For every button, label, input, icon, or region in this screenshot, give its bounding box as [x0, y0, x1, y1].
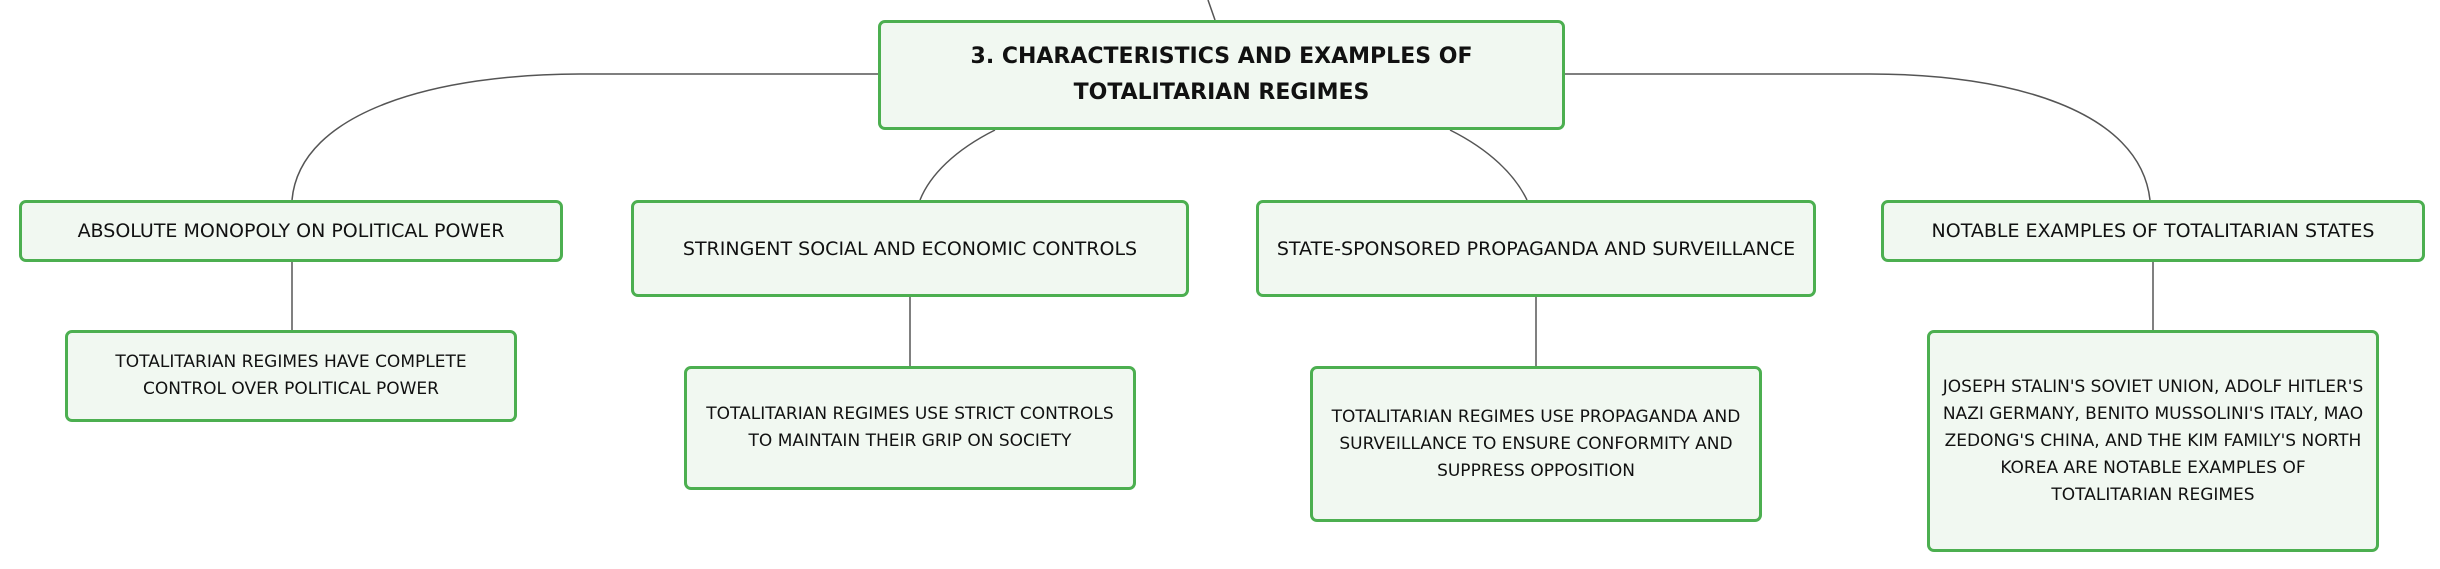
detail-text: TOTALITARIAN REGIMES USE PROPAGANDA AND …	[1331, 406, 1741, 481]
branch-label: NOTABLE EXAMPLES OF TOTALITARIAN STATES	[1931, 220, 2375, 242]
connector-root-branch-3	[1449, 129, 1528, 201]
connector-parent-stub	[1207, 0, 1216, 21]
connector-root-branch-1	[291, 73, 878, 201]
detail-node-political-power[interactable]: TOTALITARIAN REGIMES HAVE COMPLETE CONTR…	[65, 330, 517, 422]
detail-node-totalitarian-examples[interactable]: JOSEPH STALIN'S SOVIET UNION, ADOLF HITL…	[1927, 330, 2379, 552]
branch-node-propaganda-surveillance[interactable]: STATE-SPONSORED PROPAGANDA AND SURVEILLA…	[1256, 200, 1816, 297]
branch-node-political-power[interactable]: ABSOLUTE MONOPOLY ON POLITICAL POWER	[19, 200, 563, 262]
detail-node-propaganda-surveillance[interactable]: TOTALITARIAN REGIMES USE PROPAGANDA AND …	[1310, 366, 1762, 522]
detail-text: TOTALITARIAN REGIMES USE STRICT CONTROLS…	[706, 404, 1114, 451]
branch-node-totalitarian-examples[interactable]: NOTABLE EXAMPLES OF TOTALITARIAN STATES	[1881, 200, 2425, 262]
branch-label: STATE-SPONSORED PROPAGANDA AND SURVEILLA…	[1276, 237, 1796, 260]
detail-text: JOSEPH STALIN'S SOVIET UNION, ADOLF HITL…	[1942, 376, 2364, 505]
detail-node-social-economic-controls[interactable]: TOTALITARIAN REGIMES USE STRICT CONTROLS…	[684, 366, 1136, 490]
connector-root-branch-4	[1565, 73, 2151, 201]
root-topic-node[interactable]: 3. CHARACTERISTICS AND EXAMPLES OF TOTAL…	[878, 20, 1565, 130]
branch-label: ABSOLUTE MONOPOLY ON POLITICAL POWER	[77, 220, 505, 242]
detail-text: TOTALITARIAN REGIMES HAVE COMPLETE CONTR…	[115, 352, 467, 399]
branch-label: STRINGENT SOCIAL AND ECONOMIC CONTROLS	[682, 237, 1138, 260]
connector-root-branch-2	[919, 129, 996, 201]
root-topic-label: 3. CHARACTERISTICS AND EXAMPLES OF TOTAL…	[970, 44, 1473, 105]
branch-node-social-economic-controls[interactable]: STRINGENT SOCIAL AND ECONOMIC CONTROLS	[631, 200, 1189, 297]
